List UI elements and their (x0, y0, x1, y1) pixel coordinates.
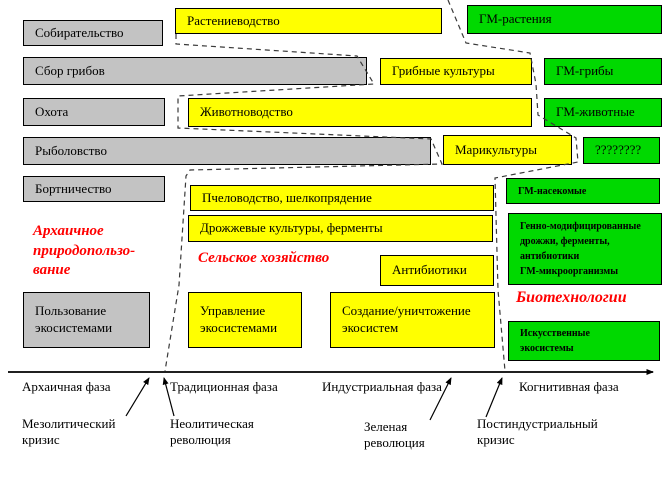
arrow-postindustrial-crisis (485, 377, 503, 418)
box-gm-plants: ГМ-растения (467, 5, 662, 34)
box-yeast-enzymes: Дрожжевые культуры, ферменты (188, 215, 493, 242)
box-animal-husbandry: Животноводство (188, 98, 532, 127)
box-mushroom-picking: Сбор грибов (23, 57, 367, 85)
phase-label-cognitive: Когнитивная фаза (519, 379, 619, 394)
box-artificial-ecosystems: Искусственные экосистемы (508, 321, 660, 361)
zone-label-biotechnology: Биотехнологии (516, 289, 627, 306)
zone-label-archaic-nature-use: Архаичное природопользо- вание (33, 223, 136, 278)
box-fishing: Рыболовство (23, 137, 431, 165)
event-label-green-revolution: Зеленая революция (364, 419, 425, 451)
box-gm-insects: ГМ-насекомые (506, 178, 660, 204)
phase-label-traditional: Традиционная фаза (170, 379, 278, 394)
box-gm-animals: ГМ-животные (544, 98, 662, 127)
box-gm-microorganisms: Генно-модифицированные дрожжи, ферменты,… (508, 213, 662, 285)
box-wild-beekeeping: Бортничество (23, 176, 165, 202)
box-hunting: Охота (23, 98, 165, 126)
event-label-postindustrial-crisis: Постиндустриальный кризис (477, 416, 598, 448)
box-antibiotics: Антибиотики (380, 255, 494, 286)
phase-label-archaic: Архаичная фаза (22, 379, 111, 394)
box-ecosystem-creation: Создание/уничтожение экосистем (330, 292, 495, 348)
box-unknown-question-marks: ???????? (583, 137, 660, 164)
box-ecosystem-management: Управление экосистемами (188, 292, 302, 348)
box-fungi-cultures: Грибные культуры (380, 58, 532, 85)
event-label-mesolithic-crisis: Мезолитический кризис (22, 416, 116, 448)
phase-label-industrial: Индустриальная фаза (322, 379, 442, 394)
zone-label-agriculture: Сельское хозяйство (198, 250, 330, 266)
event-label-neolithic-revolution: Неолитическая революция (170, 416, 254, 448)
arrow-mesolithic-crisis (125, 377, 150, 417)
box-gm-fungi: ГМ-грибы (544, 58, 662, 85)
box-ecosystem-use: Пользование экосистемами (23, 292, 150, 348)
box-crop-farming: Растениеводство (175, 8, 442, 34)
box-maricultures: Марикультуры (443, 135, 572, 165)
box-beekeeping-silk: Пчеловодство, шелкопрядение (190, 185, 494, 211)
box-gathering: Собирательство (23, 20, 163, 46)
